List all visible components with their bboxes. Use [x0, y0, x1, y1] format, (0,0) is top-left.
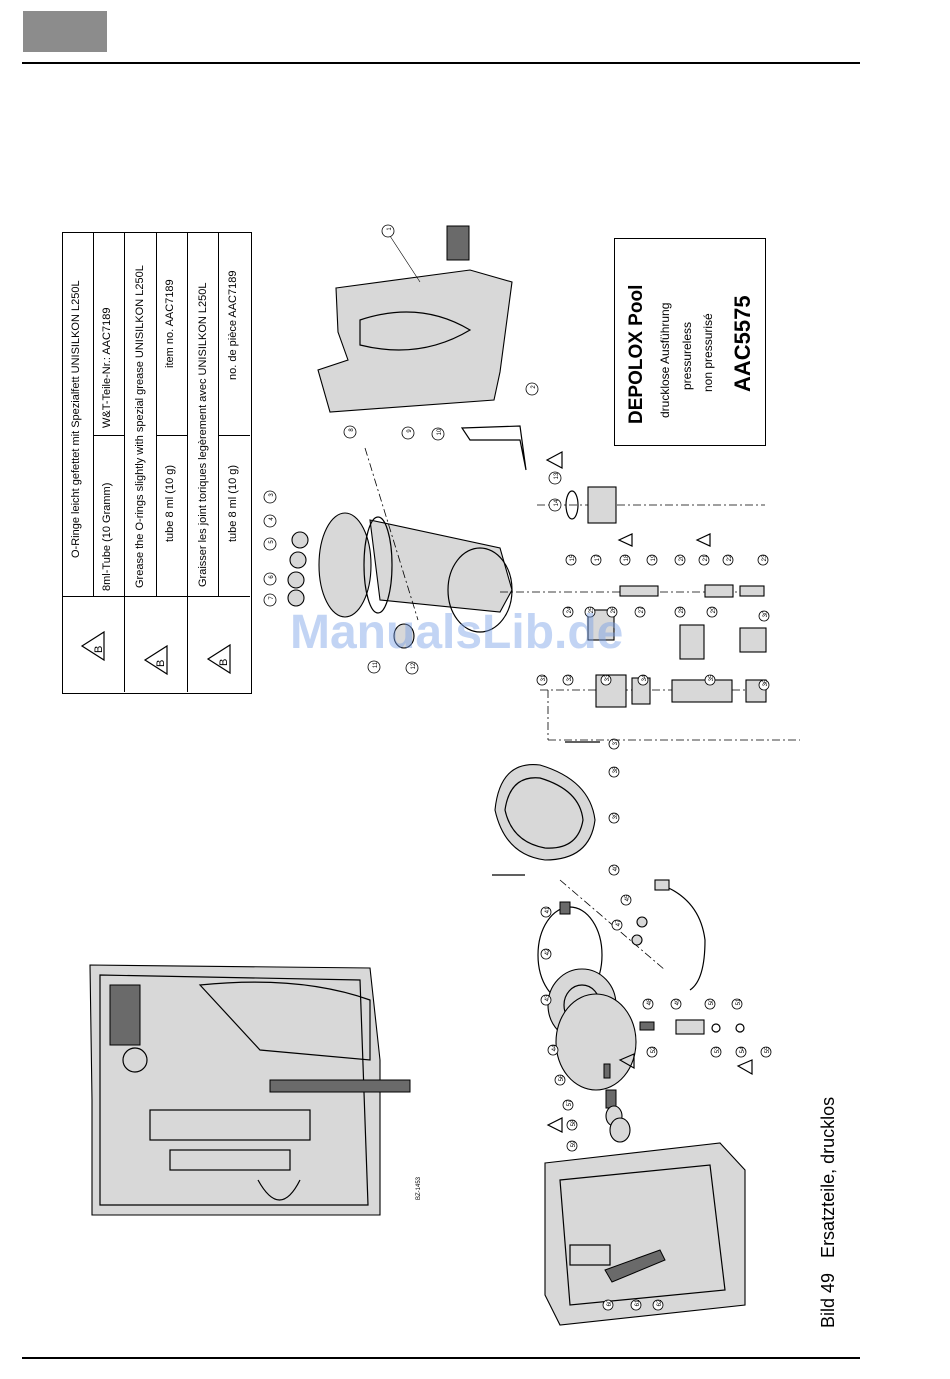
- part-number-label: 1: [387, 227, 393, 231]
- part-number-label: 20: [679, 554, 685, 561]
- part-number-label: 38: [613, 766, 619, 773]
- clamp-ring: [492, 738, 620, 876]
- membrane-assembly: [537, 901, 637, 1091]
- part-number-label: 27: [639, 606, 645, 613]
- part-number-label: 33: [605, 674, 611, 681]
- fitting-column-middle: [562, 606, 770, 660]
- part-number-label: 23: [762, 554, 768, 561]
- part-number-label: 52: [651, 1046, 657, 1053]
- part-number-label: 21: [703, 554, 709, 561]
- product-box: [614, 238, 766, 446]
- part-number-label: 62: [657, 1299, 663, 1306]
- part-number-label: 22: [727, 554, 733, 561]
- part-number-label: 40: [613, 864, 619, 871]
- grease-table-border: [62, 232, 252, 694]
- figure-title: Ersatzteile, drucklos: [818, 1096, 838, 1258]
- housing-cover: [317, 224, 513, 413]
- part-number-label: 13: [554, 472, 560, 479]
- part-number-label: 59: [571, 1140, 577, 1147]
- part-number-label: 57: [567, 1099, 573, 1106]
- part-number-label: 34: [642, 674, 648, 681]
- part-number-label: 30: [763, 610, 769, 617]
- fitting-column-upper: [545, 451, 617, 524]
- figure-number: Bild 49: [818, 1272, 838, 1328]
- nozzle-parts: [546, 1063, 631, 1152]
- sectional-view: [89, 964, 411, 1216]
- part-number-label: 49: [675, 998, 681, 1005]
- part-number-label: 43: [545, 994, 551, 1001]
- part-number-label: 10: [437, 428, 443, 435]
- part-number-label: 58: [571, 1119, 577, 1126]
- part-number-label: 4: [269, 517, 275, 521]
- part-number-label: 17: [595, 554, 601, 561]
- part-number-label: 50: [709, 998, 715, 1005]
- electrode-column: [565, 533, 769, 598]
- part-number-label: 42: [545, 948, 551, 955]
- part-number-label: 15: [570, 554, 576, 561]
- part-number-label: 2: [531, 385, 537, 389]
- part-number-label: 32: [567, 674, 573, 681]
- part-number-label: 5: [269, 540, 275, 544]
- part-number-label: 14: [554, 499, 560, 506]
- part-number-label: 12: [411, 662, 417, 669]
- part-number-label: 29: [711, 606, 717, 613]
- housing-base: [544, 1142, 746, 1326]
- part-number-label: 47: [616, 919, 622, 926]
- header-gray-block: [23, 11, 107, 52]
- part-number-label: 44: [552, 1044, 558, 1051]
- part-number-label: 36: [763, 679, 769, 686]
- part-number-label: 3: [269, 493, 275, 497]
- measuring-cell: [263, 425, 513, 675]
- part-number-label: 53: [715, 1046, 721, 1053]
- part-number-label: 28: [679, 606, 685, 613]
- part-number-label: 39: [613, 812, 619, 819]
- bottom-rule: [22, 1357, 860, 1359]
- part-number-label: 45: [625, 894, 631, 901]
- figure-caption: Bild 49 Ersatzteile, drucklos: [818, 1097, 839, 1328]
- part-number-label: 55: [765, 1046, 771, 1053]
- part-number-label: 35: [709, 674, 715, 681]
- part-number-label: 31: [541, 674, 547, 681]
- watermark: ManualsLib.de: [290, 606, 624, 659]
- part-number-label: 25: [589, 606, 595, 613]
- part-number-label: 11: [373, 661, 379, 668]
- part-number-label: 19: [651, 554, 657, 561]
- part-number-label: 60: [607, 1299, 613, 1306]
- part-number-label: 61: [635, 1299, 641, 1306]
- top-rule: [22, 62, 860, 64]
- part-number-label: 54: [740, 1046, 746, 1053]
- part-number-label: 24: [567, 606, 573, 613]
- part-number-label: 26: [611, 606, 617, 613]
- part-number-label: 8: [349, 428, 355, 432]
- part-number-label: 51: [736, 998, 742, 1005]
- part-number-label: 56: [559, 1074, 565, 1081]
- part-number-label: 6: [269, 575, 275, 579]
- part-number-label: 37: [613, 738, 619, 745]
- fitting-column-lower: [536, 674, 770, 708]
- part-number-label: 41: [545, 906, 551, 913]
- lower-parts-row: [618, 998, 772, 1076]
- part-number-label: 9: [407, 429, 413, 433]
- drawing-number: BZ-1453: [416, 1176, 422, 1200]
- part-number-label: 18: [624, 554, 630, 561]
- part-number-label: 48: [647, 998, 653, 1005]
- part-number-label: 7: [269, 596, 275, 600]
